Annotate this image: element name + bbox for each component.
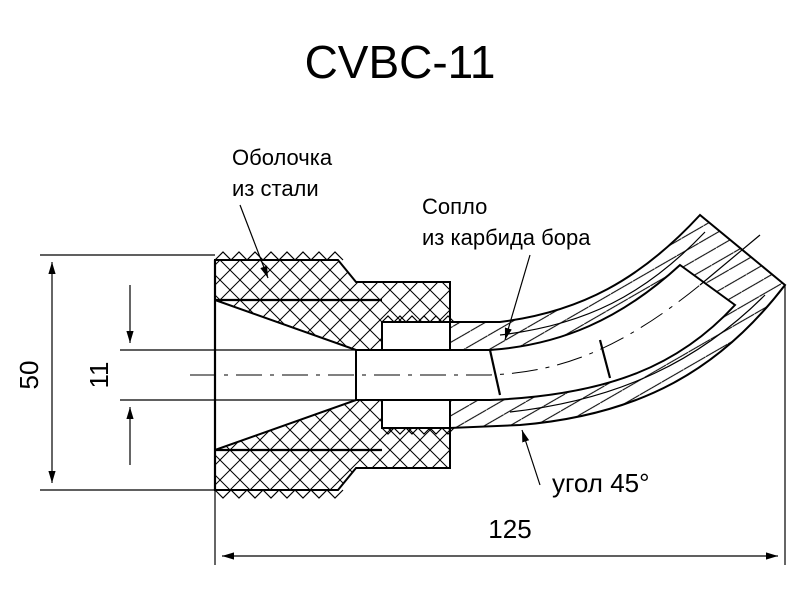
callout-angle-text: угол 45° xyxy=(552,468,650,498)
steel-shell xyxy=(213,251,455,499)
callout-nozzle-line1: Сопло xyxy=(422,194,487,219)
callout-nozzle: Сопло из карбида бора xyxy=(422,194,591,341)
dim-bore-diameter: 11 xyxy=(84,285,356,465)
bore-diameter-value: 11 xyxy=(84,362,114,389)
callout-shell: Оболочка из стали xyxy=(232,145,333,279)
callout-nozzle-line2: из карбида бора xyxy=(422,225,591,250)
dim-outer-diameter: 50 xyxy=(14,254,215,491)
outer-diameter-value: 50 xyxy=(14,361,44,390)
nozzle-liner xyxy=(190,234,761,401)
drawing-title: CVBC-11 xyxy=(305,36,496,88)
dim-length: 125 xyxy=(214,285,786,565)
callout-shell-line2: из стали xyxy=(232,176,319,201)
callout-angle: угол 45° xyxy=(521,429,650,498)
callout-shell-line1: Оболочка xyxy=(232,145,333,170)
length-value: 125 xyxy=(488,514,531,544)
